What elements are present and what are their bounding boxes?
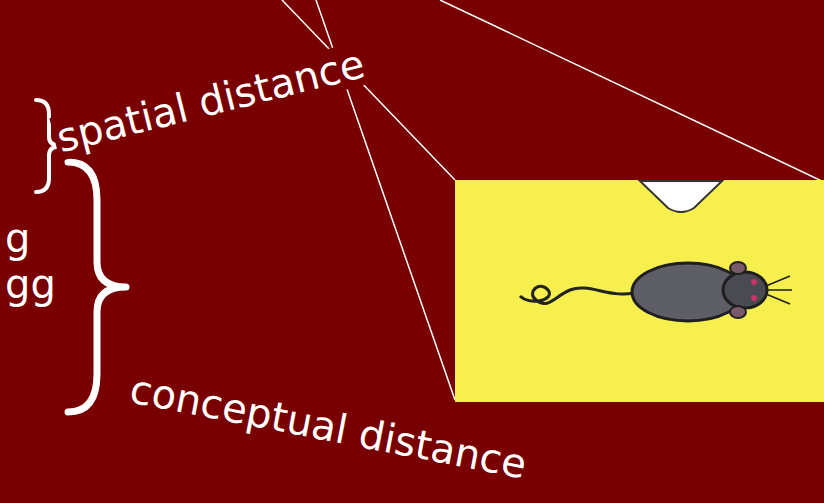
- axis-label: spatial distance: [49, 41, 371, 161]
- zoom-line: [440, 0, 824, 182]
- mouse-whiskers: [766, 276, 792, 304]
- brace: [68, 162, 126, 412]
- axis-label: conceptual distance: [124, 366, 534, 487]
- picture-panel: [455, 180, 824, 402]
- mouse-ear: [730, 262, 746, 274]
- mouse-tail: [520, 286, 640, 303]
- mouse-eye: [751, 279, 757, 285]
- mouse-head: [723, 272, 767, 308]
- mouse-picture: [520, 262, 792, 321]
- cut-word: gg: [2, 262, 59, 306]
- mouse-eye: [751, 295, 757, 301]
- mouse-ear: [730, 306, 746, 318]
- cut-word: g: [2, 216, 33, 260]
- cup-symbol: [640, 181, 722, 212]
